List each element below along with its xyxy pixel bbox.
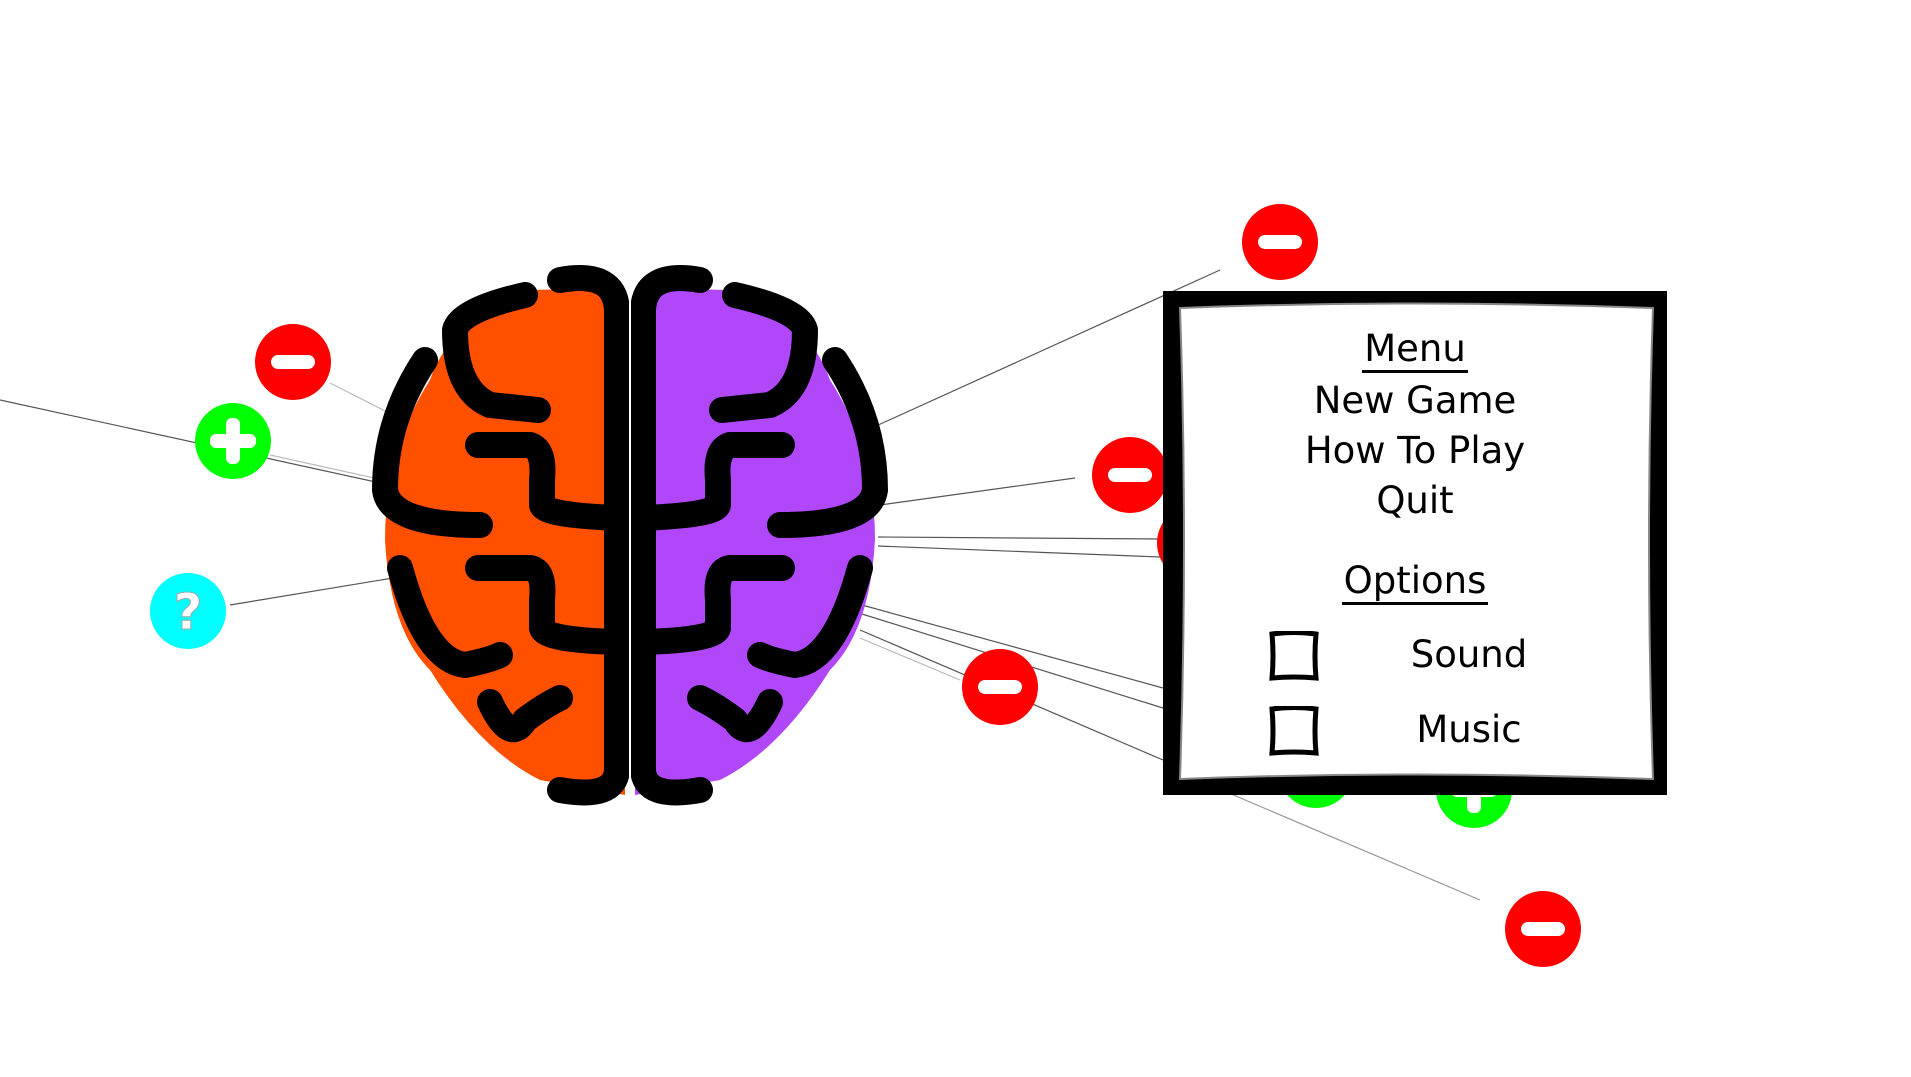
how-to-play-button[interactable]: How To Play bbox=[1304, 429, 1526, 472]
minus-node[interactable] bbox=[253, 322, 333, 402]
sound-label: Sound bbox=[1410, 633, 1528, 676]
connection-line bbox=[877, 545, 1161, 558]
minus-circle-icon bbox=[1505, 891, 1581, 967]
quit-button[interactable]: Quit bbox=[1376, 479, 1454, 522]
minus-circle-icon bbox=[1092, 437, 1168, 513]
menu-panel: Menu New Game How To Play Quit Options S… bbox=[1163, 291, 1667, 795]
connection-line bbox=[1209, 784, 1481, 901]
new-game-button[interactable]: New Game bbox=[1313, 379, 1517, 422]
minus-node[interactable] bbox=[1240, 202, 1320, 282]
connection-line bbox=[0, 399, 386, 485]
question-circle-icon: ? bbox=[150, 573, 226, 649]
svg-text:?: ? bbox=[173, 583, 202, 641]
menu-frame bbox=[1163, 291, 1667, 795]
menu-title: Menu bbox=[1163, 327, 1667, 373]
plus-circle-icon bbox=[195, 403, 271, 479]
music-checkbox[interactable] bbox=[1269, 706, 1319, 756]
sound-checkbox[interactable] bbox=[1269, 631, 1319, 681]
plus-node[interactable] bbox=[193, 401, 273, 481]
brain-graphic[interactable] bbox=[370, 250, 890, 830]
connection-line bbox=[877, 536, 1161, 540]
connection-line bbox=[269, 454, 384, 481]
minus-circle-icon bbox=[255, 324, 331, 400]
minus-node[interactable] bbox=[960, 647, 1040, 727]
minus-node[interactable] bbox=[1503, 889, 1583, 969]
question-node[interactable]: ? bbox=[148, 571, 228, 651]
connection-line bbox=[229, 575, 406, 606]
minus-node[interactable] bbox=[1090, 435, 1170, 515]
connection-line bbox=[329, 382, 396, 417]
music-option[interactable]: Music bbox=[1269, 706, 1569, 756]
minus-circle-icon bbox=[962, 649, 1038, 725]
music-label: Music bbox=[1416, 708, 1522, 751]
sound-option[interactable]: Sound bbox=[1269, 631, 1569, 681]
options-title: Options bbox=[1163, 559, 1667, 605]
connection-line bbox=[875, 269, 1221, 427]
connection-line bbox=[859, 637, 961, 681]
connection-line bbox=[879, 477, 1076, 506]
connection-line bbox=[861, 604, 1164, 689]
minus-circle-icon bbox=[1242, 204, 1318, 280]
